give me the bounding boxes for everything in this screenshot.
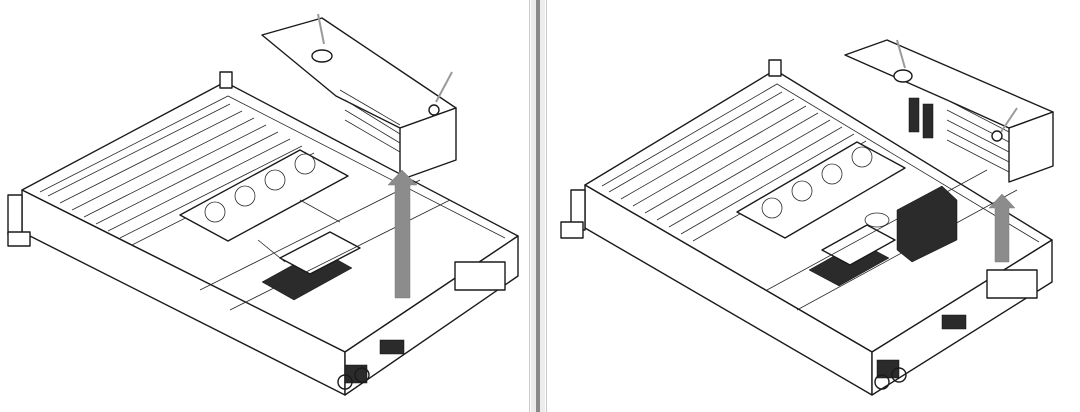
front-ears bbox=[560, 59, 782, 239]
riser-cage-lifted bbox=[844, 39, 1054, 183]
riser-cage-lifted bbox=[261, 17, 457, 181]
cpu-heatsink bbox=[257, 231, 361, 301]
fan-row bbox=[736, 141, 906, 239]
pointer-line-1 bbox=[317, 13, 325, 45]
pointer-line-2 bbox=[1000, 107, 1018, 133]
panel-divider bbox=[531, 0, 545, 412]
cpu-heatsink-1 bbox=[808, 224, 896, 287]
motherboard-lines bbox=[199, 179, 451, 311]
rear-io bbox=[337, 261, 506, 390]
lift-arrow-left bbox=[387, 169, 418, 299]
panel-left bbox=[0, 0, 530, 412]
server-chassis-drawing-left bbox=[7, 13, 519, 396]
server-chassis-drawing-right bbox=[560, 39, 1054, 396]
cpu-heatsink-2 bbox=[896, 185, 958, 263]
divider-bar bbox=[536, 0, 540, 412]
lift-arrow-right bbox=[988, 193, 1016, 263]
fan-row bbox=[179, 149, 349, 242]
pointer-line-2 bbox=[435, 71, 453, 103]
motherboard-lines bbox=[766, 169, 1018, 311]
pointer-line-1 bbox=[896, 39, 906, 69]
rear-io bbox=[874, 269, 1038, 390]
panel-right bbox=[546, 0, 1080, 412]
front-ears bbox=[7, 71, 233, 247]
